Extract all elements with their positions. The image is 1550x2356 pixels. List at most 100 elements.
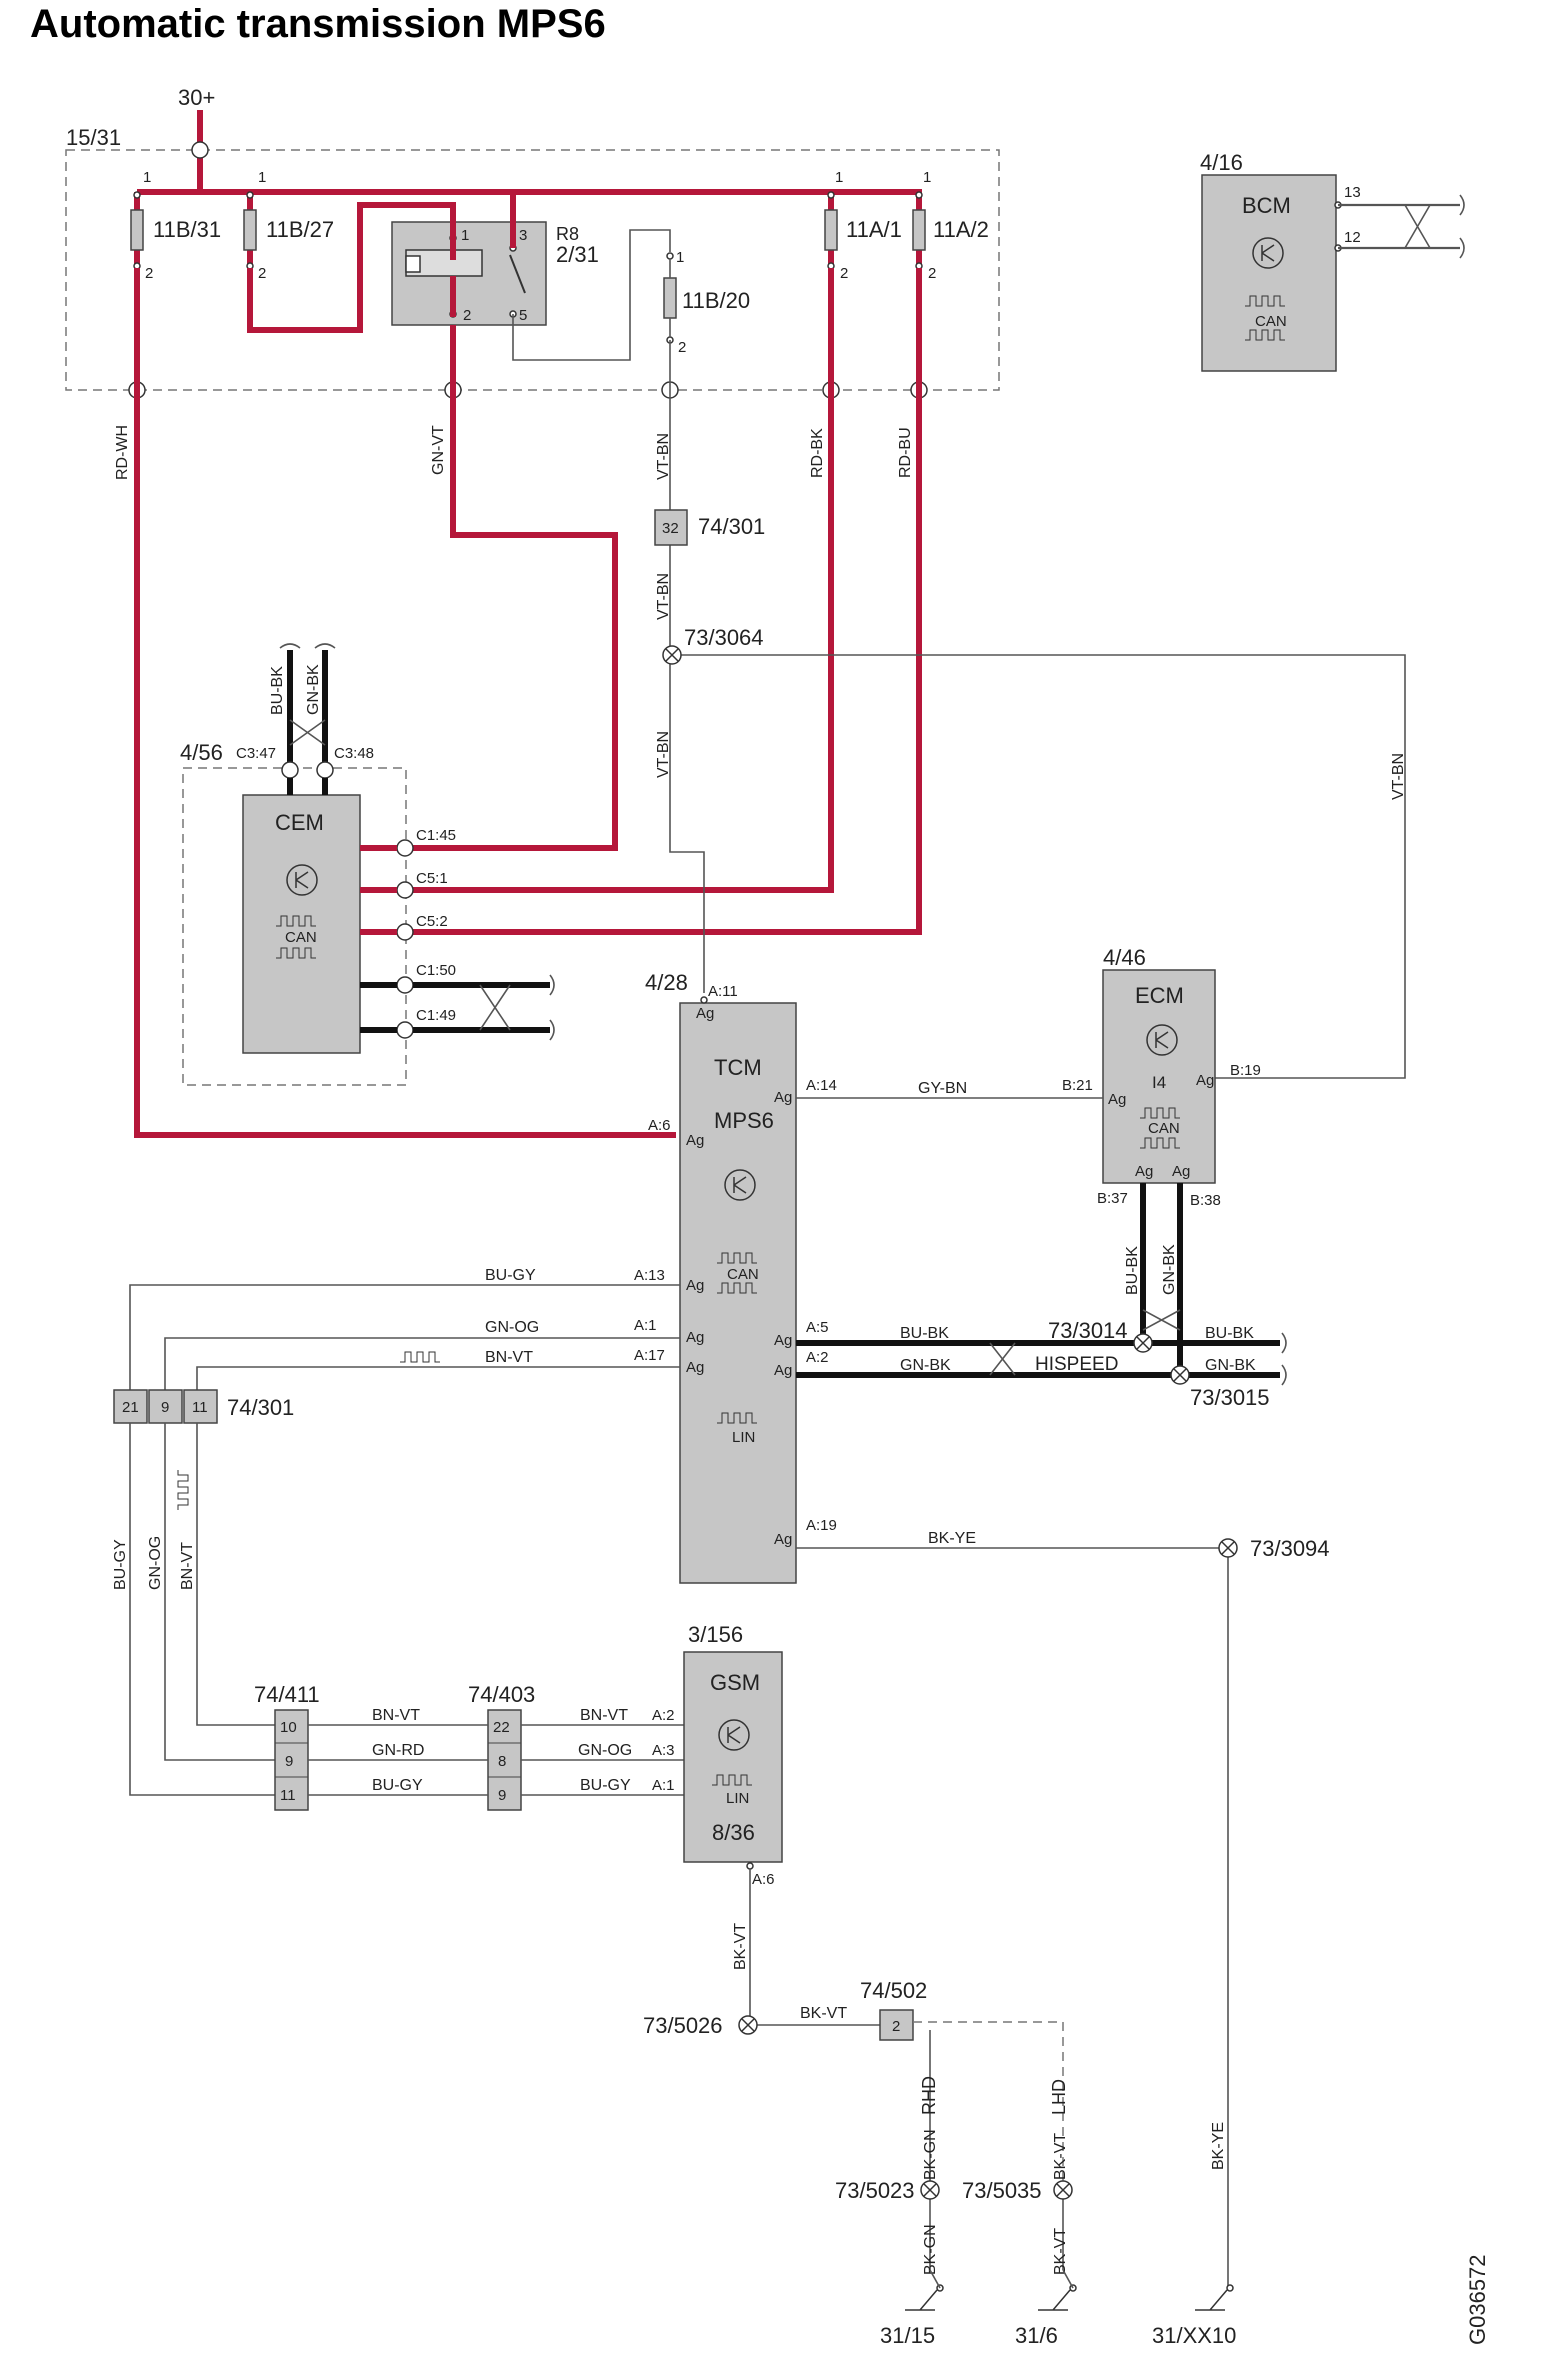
svg-text:73/3094: 73/3094 <box>1250 1536 1330 1561</box>
svg-text:BN-VT: BN-VT <box>580 1707 628 1724</box>
relay-out-wire <box>512 229 671 361</box>
svg-text:GY-BN: GY-BN <box>918 1080 967 1097</box>
splice-73-3015: 73/3015 <box>1170 1365 1270 1410</box>
svg-text:A:19: A:19 <box>806 1517 837 1534</box>
svg-text:GN-BK: GN-BK <box>1205 1357 1256 1374</box>
svg-text:Ag: Ag <box>774 1362 792 1379</box>
svg-text:2/31: 2/31 <box>556 242 599 267</box>
wire-bn-vt <box>196 1366 680 1390</box>
svg-text:LIN: LIN <box>732 1429 755 1446</box>
fuse-11b20: 12 11B/20 <box>663 249 750 356</box>
cem-can-right <box>360 982 550 1033</box>
svg-text:2: 2 <box>840 265 848 282</box>
svg-text:BK-YE: BK-YE <box>928 1530 976 1547</box>
svg-text:Ag: Ag <box>774 1332 792 1349</box>
svg-text:C1:45: C1:45 <box>416 827 456 844</box>
svg-text:VT-BN: VT-BN <box>655 731 672 778</box>
fuse-box-outline <box>65 149 1000 391</box>
svg-text:A:3: A:3 <box>652 1742 675 1759</box>
svg-text:VT-BN: VT-BN <box>655 433 672 480</box>
svg-text:1: 1 <box>923 169 931 186</box>
svg-text:BK-GN: BK-GN <box>922 2129 939 2180</box>
svg-text:11B/31: 11B/31 <box>153 217 221 242</box>
svg-text:32: 32 <box>662 520 679 537</box>
svg-text:I4: I4 <box>1152 1073 1166 1092</box>
supply-label: 30+ <box>178 85 215 110</box>
svg-text:BK-GN: BK-GN <box>922 2224 939 2275</box>
svg-text:GN-OG: GN-OG <box>147 1536 164 1590</box>
svg-text:C5:2: C5:2 <box>416 913 448 930</box>
svg-text:BU-GY: BU-GY <box>112 1539 129 1590</box>
svg-text:31/XX10: 31/XX10 <box>1152 2323 1236 2348</box>
svg-text:74/403: 74/403 <box>468 1682 535 1707</box>
svg-text:RD-BK: RD-BK <box>809 428 826 478</box>
svg-text:A:13: A:13 <box>634 1267 665 1284</box>
svg-text:BU-BK: BU-BK <box>1205 1325 1254 1342</box>
svg-text:1: 1 <box>835 169 843 186</box>
svg-text:BK-VT: BK-VT <box>1052 2228 1069 2275</box>
svg-text:A:14: A:14 <box>806 1077 837 1094</box>
svg-text:Ag: Ag <box>1135 1163 1153 1180</box>
svg-text:GN-BK: GN-BK <box>305 664 322 715</box>
svg-text:BCM: BCM <box>1242 193 1291 218</box>
svg-text:C3:47: C3:47 <box>236 745 276 762</box>
svg-text:10: 10 <box>280 1719 297 1736</box>
supply-node <box>191 141 209 159</box>
svg-text:11B/27: 11B/27 <box>266 217 334 242</box>
svg-text:1: 1 <box>461 227 469 244</box>
module-cem: 4/56 CEM CAN C3:47 C3:48 C1:45 C5:1 C5:2… <box>180 740 456 1054</box>
svg-text:Ag: Ag <box>1196 1072 1214 1089</box>
svg-text:GN-BK: GN-BK <box>1161 1244 1178 1295</box>
svg-text:LIN: LIN <box>726 1790 749 1807</box>
splice-73-3094: 73/3094 <box>1218 1536 1330 1561</box>
svg-text:8: 8 <box>498 1753 506 1770</box>
splice-73-5026: 73/5026 <box>643 2013 758 2038</box>
svg-text:31/15: 31/15 <box>880 2323 935 2348</box>
fuse-box-label: 15/31 <box>66 125 121 150</box>
svg-text:2: 2 <box>258 265 266 282</box>
connector-74-411: 74/411 10 9 11 <box>254 1682 320 1811</box>
svg-text:LHD: LHD <box>1049 2079 1069 2115</box>
relay-feed-wire <box>247 202 456 333</box>
svg-text:BK-VT: BK-VT <box>800 2005 847 2022</box>
svg-text:21: 21 <box>122 1399 139 1416</box>
svg-text:13: 13 <box>1344 184 1361 201</box>
svg-text:1: 1 <box>258 169 266 186</box>
fuse-11a1: 1 2 11A/1 <box>824 169 902 282</box>
svg-text:BU-GY: BU-GY <box>580 1777 631 1794</box>
connector-74-403: 74/403 22 8 9 <box>468 1682 535 1811</box>
svg-text:BN-VT: BN-VT <box>485 1349 533 1366</box>
bcm-twist <box>1404 204 1431 249</box>
wire-rd-bu <box>405 268 922 935</box>
svg-text:BU-BK: BU-BK <box>269 666 286 715</box>
fuse-11a2: 12 11A/2 <box>912 169 989 282</box>
svg-text:C1:49: C1:49 <box>416 1007 456 1024</box>
svg-text:BK-YE: BK-YE <box>1210 2122 1227 2170</box>
svg-text:73/3064: 73/3064 <box>684 625 764 650</box>
svg-text:74/301: 74/301 <box>698 514 765 539</box>
fuse-11b27: 1 2 11B/27 <box>243 169 334 282</box>
svg-text:HISPEED: HISPEED <box>1035 1354 1118 1375</box>
svg-text:A:1: A:1 <box>652 1777 675 1794</box>
module-bcm: 4/16 BCM CAN 13 12 <box>1200 150 1361 372</box>
svg-text:Ag: Ag <box>696 1005 714 1022</box>
fuse-11b31: 12 11B/31 <box>130 169 221 282</box>
connector-74-301: 21 9 11 74/301 <box>113 1389 294 1424</box>
svg-text:C1:50: C1:50 <box>416 962 456 979</box>
svg-text:BU-BK: BU-BK <box>900 1325 949 1342</box>
svg-text:GN-OG: GN-OG <box>578 1742 632 1759</box>
rhd-lhd-option <box>913 2021 1064 2190</box>
svg-text:73/3015: 73/3015 <box>1190 1385 1270 1410</box>
svg-text:BN-VT: BN-VT <box>372 1707 420 1724</box>
svg-text:CAN: CAN <box>727 1266 759 1283</box>
svg-text:A:6: A:6 <box>752 1871 775 1888</box>
svg-text:BU-BK: BU-BK <box>1124 1246 1141 1295</box>
svg-text:B:37: B:37 <box>1097 1190 1128 1207</box>
svg-text:11A/2: 11A/2 <box>933 217 989 242</box>
ground-31-6: 31/6 <box>1015 2284 1077 2348</box>
svg-text:9: 9 <box>285 1753 293 1770</box>
svg-text:RD-BU: RD-BU <box>897 427 914 478</box>
svg-text:11A/1: 11A/1 <box>846 217 902 242</box>
